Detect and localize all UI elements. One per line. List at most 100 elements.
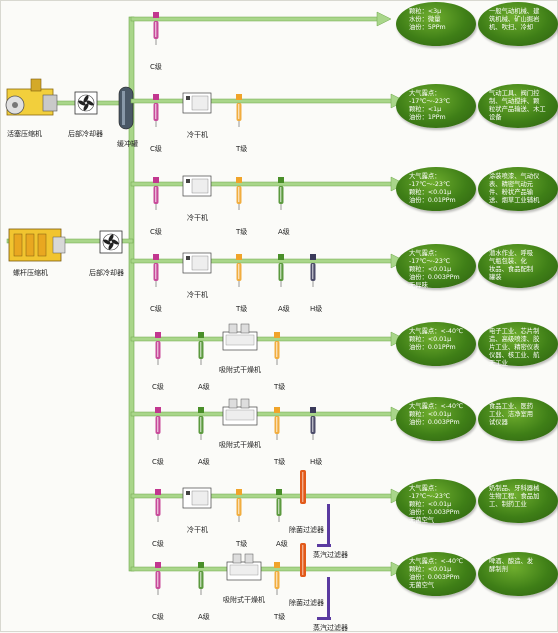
application-oval-8: 啤酒、酿造、发 酵制剂 — [478, 552, 558, 596]
branch-pipe-row-2 — [130, 98, 394, 104]
a-filter-label: A级 — [198, 383, 210, 391]
t-filter-row-4 — [236, 254, 242, 287]
application-text-2: 气动工具、阀门控 制、气动搅拌、颗 粒状产品输送、木工 设备 — [489, 90, 546, 121]
c-filter-row-7 — [155, 489, 161, 522]
application-text-1: 一般气动机械、建 筑机械、矿山掘岩 机、吹扫、冷却 — [489, 8, 540, 31]
branch-pipe-row-7 — [130, 493, 394, 499]
spec-oval-8: 大气露点：<-40℃ 颗粒：<0.01μ 油份：0.003PPm 无菌空气 — [396, 552, 476, 596]
a-filter-row-3 — [278, 177, 284, 210]
h-filter-label: H级 — [310, 305, 323, 313]
branch-pipe-row-3 — [130, 181, 394, 187]
dryer-label: 冷干机 — [187, 131, 208, 139]
application-text-6: 食品工业、医药 工业、洁净室用 试仪器 — [489, 403, 534, 426]
c-filter-label: C级 — [150, 145, 162, 153]
c-filter-label: C级 — [150, 63, 162, 71]
a-filter-row-4 — [278, 254, 284, 287]
steam-pipe-h-row-8 — [317, 617, 331, 620]
application-text-8: 啤酒、酿造、发 酵制剂 — [489, 558, 534, 573]
sterile-filter-row-8 — [300, 543, 306, 577]
c-filter-row-8 — [155, 562, 161, 595]
c-filter-row-4 — [153, 254, 159, 287]
steam-pipe-row-8 — [327, 577, 330, 619]
adsorption-dryer-row-5 — [222, 323, 258, 351]
adsorption-dryer-label: 吸附式干燥机 — [219, 366, 261, 374]
t-filter-row-7 — [236, 489, 242, 522]
steam-pipe-h-row-7 — [317, 544, 331, 547]
c-filter-row-1 — [153, 12, 159, 45]
sterile-filter-row-7 — [300, 470, 306, 504]
h-filter-row-6 — [310, 407, 316, 440]
t-filter-label: T级 — [236, 228, 248, 236]
refrigerated-dryer-row-7 — [182, 487, 212, 509]
t-filter-row-3 — [236, 177, 242, 210]
sterile-filter-label: 除菌过滤器 — [289, 599, 324, 607]
dryer-label: 冷干机 — [187, 526, 208, 534]
a-filter-row-5 — [198, 332, 204, 365]
spec-oval-7: 大气露点： -17℃～-23℃ 颗粒：<0.01μ 油份：0.003PPm 无菌… — [396, 479, 476, 524]
application-oval-1: 一般气动机械、建 筑机械、矿山掘岩 机、吹扫、冷却 — [478, 2, 558, 46]
after-cooler-2-label: 后部冷却器 — [89, 269, 124, 277]
after-cooler-2-icon — [99, 230, 123, 254]
application-text-7: 奶制品、牙科器械 生物工程、食品加 工、制药工业 — [489, 485, 540, 508]
a-filter-label: A级 — [198, 613, 210, 621]
screw-compressor-icon — [8, 228, 66, 262]
buffer-tank-label: 缓冲罐 — [117, 140, 138, 148]
application-oval-2: 气动工具、阀门控 制、气动搅拌、颗 粒状产品输送、木工 设备 — [478, 84, 558, 128]
branch-arrow-row-1 — [376, 11, 392, 27]
spec-text-7: 大气露点： -17℃～-23℃ 颗粒：<0.01μ 油份：0.003PPm 无菌… — [409, 485, 460, 524]
c-filter-label: C级 — [152, 458, 164, 466]
steam-filter-label: 蒸汽过滤器 — [313, 624, 348, 632]
source-pipe-bottom — [6, 238, 134, 244]
branch-pipe-row-5 — [130, 336, 394, 342]
spec-text-5: 大气露点：<-40℃ 颗粒：<0.01μ 油份：0.01PPm — [409, 328, 464, 351]
c-filter-row-6 — [155, 407, 161, 440]
t-filter-label: T级 — [274, 458, 286, 466]
h-filter-row-4 — [310, 254, 316, 287]
t-filter-label: T级 — [274, 613, 286, 621]
spec-oval-2: 大气露点： -17℃～-23℃ 颗粒：<1μ 油份：1PPm — [396, 84, 476, 128]
c-filter-label: C级 — [152, 613, 164, 621]
spec-oval-3: 大气露点： -17℃～-23℃ 颗粒：<0.01μ 油份：0.01PPm — [396, 167, 476, 211]
spec-text-8: 大气露点：<-40℃ 颗粒：<0.01μ 油份：0.003PPm 无菌空气 — [409, 558, 464, 589]
branch-pipe-row-8 — [130, 566, 394, 572]
adsorption-dryer-row-8 — [226, 553, 262, 581]
t-filter-label: T级 — [236, 540, 248, 548]
after-cooler-1-label: 后部冷却器 — [68, 130, 103, 138]
a-filter-label: A级 — [278, 228, 290, 236]
c-filter-label: C级 — [152, 383, 164, 391]
buffer-tank-icon — [118, 86, 134, 130]
c-filter-row-2 — [153, 94, 159, 127]
application-text-4: 潜水作业、呼吸 气瓶包装、化 妆品、食品配制 罐装 — [489, 250, 534, 281]
application-oval-4: 潜水作业、呼吸 气瓶包装、化 妆品、食品配制 罐装 — [478, 244, 558, 288]
spec-text-1: 颗粒：<3μ 水份：微量 油份：5PPm — [409, 8, 446, 31]
a-filter-label: A级 — [278, 305, 290, 313]
spec-oval-6: 大气露点：<-40℃ 颗粒：<0.01μ 油份：0.003PPm — [396, 397, 476, 441]
application-oval-6: 食品工业、医药 工业、洁净室用 试仪器 — [478, 397, 558, 441]
branch-pipe-row-1 — [130, 16, 380, 22]
t-filter-row-6 — [274, 407, 280, 440]
t-filter-label: T级 — [274, 383, 286, 391]
a-filter-label: A级 — [276, 540, 288, 548]
steam-pipe-row-7 — [327, 504, 330, 546]
dryer-label: 冷干机 — [187, 214, 208, 222]
spec-text-6: 大气露点：<-40℃ 颗粒：<0.01μ 油份：0.003PPm — [409, 403, 464, 426]
adsorption-dryer-label: 吸附式干燥机 — [223, 596, 265, 604]
h-filter-label: H级 — [310, 458, 323, 466]
t-filter-label: T级 — [236, 305, 248, 313]
branch-pipe-row-4 — [130, 258, 394, 264]
after-cooler-1-icon — [74, 91, 98, 115]
spec-oval-5: 大气露点：<-40℃ 颗粒：<0.01μ 油份：0.01PPm — [396, 322, 476, 366]
piston-compressor-label: 活塞压缩机 — [7, 130, 42, 138]
a-filter-row-7 — [276, 489, 282, 522]
spec-text-2: 大气露点： -17℃～-23℃ 颗粒：<1μ 油份：1PPm — [409, 90, 451, 121]
adsorption-dryer-label: 吸附式干燥机 — [219, 441, 261, 449]
application-text-5: 电子工业、芯片制 造、高级喷漆、胶 片工业、精密仪表 仪器、核工业、航 天工业 — [489, 328, 540, 367]
t-filter-row-5 — [274, 332, 280, 365]
refrigerated-dryer-row-3 — [182, 175, 212, 197]
c-filter-row-5 — [155, 332, 161, 365]
a-filter-row-8 — [198, 562, 204, 595]
dryer-label: 冷干机 — [187, 291, 208, 299]
adsorption-dryer-row-6 — [222, 398, 258, 426]
